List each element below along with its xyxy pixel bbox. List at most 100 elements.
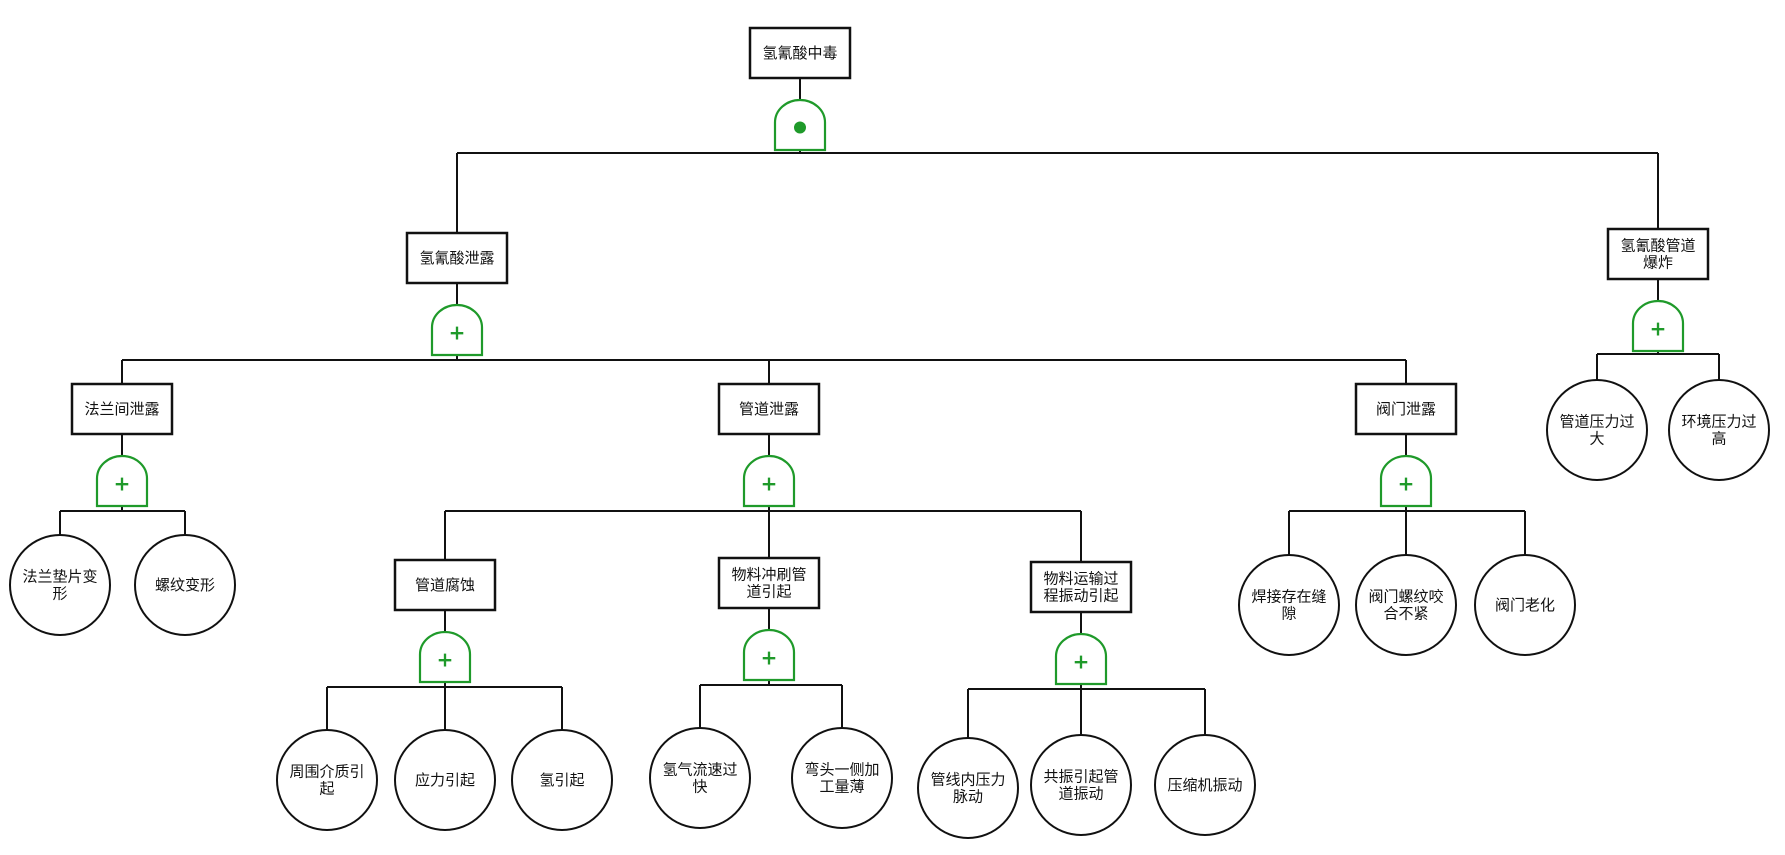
or-gate-icon: +	[1379, 434, 1433, 508]
basic-event-e_stress: 应力引起	[394, 729, 496, 831]
or-gate-icon: +	[430, 283, 484, 357]
event-pipe: 管道泄露	[717, 382, 821, 436]
event-label-line: 合不紧	[1383, 605, 1428, 623]
basic-event-circle	[276, 729, 378, 831]
or-plus-icon: +	[1073, 650, 1090, 674]
gate-shape	[418, 630, 472, 684]
event-label-line: 阀门螺纹咬	[1368, 588, 1443, 606]
gate-shape	[95, 454, 149, 508]
event-top: 氢氰酸中毒	[748, 26, 852, 80]
event-label-line: 氢氰酸中毒	[762, 44, 837, 62]
event-label-line: 环境压力过	[1681, 413, 1756, 431]
or-plus-icon: +	[449, 321, 466, 345]
event-label-line: 法兰垫片变	[22, 568, 97, 586]
event-label-line: 焊接存在缝	[1251, 588, 1326, 606]
event-label-line: 阀门老化	[1495, 596, 1555, 614]
gate-shape	[1054, 632, 1108, 686]
basic-event-circle	[511, 729, 613, 831]
or-plus-icon: +	[1650, 317, 1667, 341]
event-valve: 阀门泄露	[1354, 382, 1458, 436]
basic-event-e_vage: 阀门老化	[1474, 554, 1576, 656]
gate-shape	[1379, 454, 1433, 508]
basic-event-circle	[791, 727, 893, 829]
event-box	[405, 231, 509, 285]
event-label-line: 周围介质引	[289, 763, 364, 781]
event-label-line: 隙	[1281, 605, 1296, 623]
and-dot-icon	[794, 121, 806, 134]
event-flange: 法兰间泄露	[70, 382, 174, 436]
event-label-line: 共振引起管	[1043, 768, 1118, 786]
event-label-line: 物料运输过	[1043, 570, 1118, 588]
gate-shape	[742, 454, 796, 508]
basic-event-circle	[917, 737, 1019, 839]
gate-shape	[1631, 299, 1685, 353]
basic-event-circle	[1668, 379, 1770, 481]
basic-event-e_comp: 压缩机振动	[1154, 734, 1256, 836]
event-label-line: 管道压力过	[1559, 413, 1634, 431]
event-box	[393, 558, 497, 612]
event-corr: 管道腐蚀	[393, 558, 497, 612]
basic-event-circle	[1474, 554, 1576, 656]
event-label-line: 应力引起	[415, 771, 475, 789]
basic-event-circle	[134, 534, 236, 636]
or-gate-icon: +	[95, 434, 149, 508]
event-label-line: 阀门泄露	[1376, 400, 1436, 418]
event-leak: 氢氰酸泄露	[405, 231, 509, 285]
basic-event-circle	[649, 727, 751, 829]
event-label-line: 法兰间泄露	[84, 400, 159, 418]
or-gate-icon: +	[742, 608, 796, 682]
event-label-line: 快	[692, 778, 707, 796]
event-label-line: 氢气流速过	[662, 761, 737, 779]
basic-event-circle	[1355, 554, 1457, 656]
or-gate-icon: +	[742, 434, 796, 508]
event-box	[1354, 382, 1458, 436]
basic-event-e_thread: 螺纹变形	[134, 534, 236, 636]
basic-event-e_h: 氢引起	[511, 729, 613, 831]
event-label-line: 大	[1589, 430, 1604, 448]
event-box	[1029, 560, 1133, 614]
basic-event-circle	[9, 534, 111, 636]
event-label-line: 螺纹变形	[155, 576, 215, 594]
or-plus-icon: +	[761, 472, 778, 496]
gate-shape	[430, 303, 484, 357]
event-label-line: 道振动	[1058, 785, 1103, 803]
basic-event-circle	[1154, 734, 1256, 836]
event-label-line: 爆炸	[1643, 254, 1673, 272]
event-label-line: 工量薄	[819, 778, 864, 796]
event-label-line: 脉动	[953, 788, 983, 806]
gate-shape	[742, 628, 796, 682]
event-label-line: 管线内压力	[930, 771, 1005, 789]
or-plus-icon: +	[114, 472, 131, 496]
basic-event-circle	[1238, 554, 1340, 656]
or-gate-icon: +	[418, 610, 472, 684]
or-gate-icon: +	[1054, 612, 1108, 686]
connectors	[59, 150, 1720, 738]
basic-event-circle	[394, 729, 496, 831]
event-label-line: 形	[52, 585, 67, 603]
or-plus-icon: +	[1398, 472, 1415, 496]
event-label-line: 氢氰酸管道	[1620, 237, 1695, 255]
event-label-line: 弯头一侧加	[804, 761, 879, 779]
event-label-line: 起	[319, 780, 334, 798]
event-label-line: 高	[1711, 430, 1726, 448]
or-plus-icon: +	[437, 648, 454, 672]
event-label-line: 氢氰酸泄露	[419, 249, 494, 267]
and-gate-icon	[773, 78, 827, 152]
event-label-line: 物料冲刷管	[731, 566, 806, 584]
event-label-line: 程振动引起	[1043, 587, 1118, 605]
event-label-line: 压缩机振动	[1167, 776, 1242, 794]
